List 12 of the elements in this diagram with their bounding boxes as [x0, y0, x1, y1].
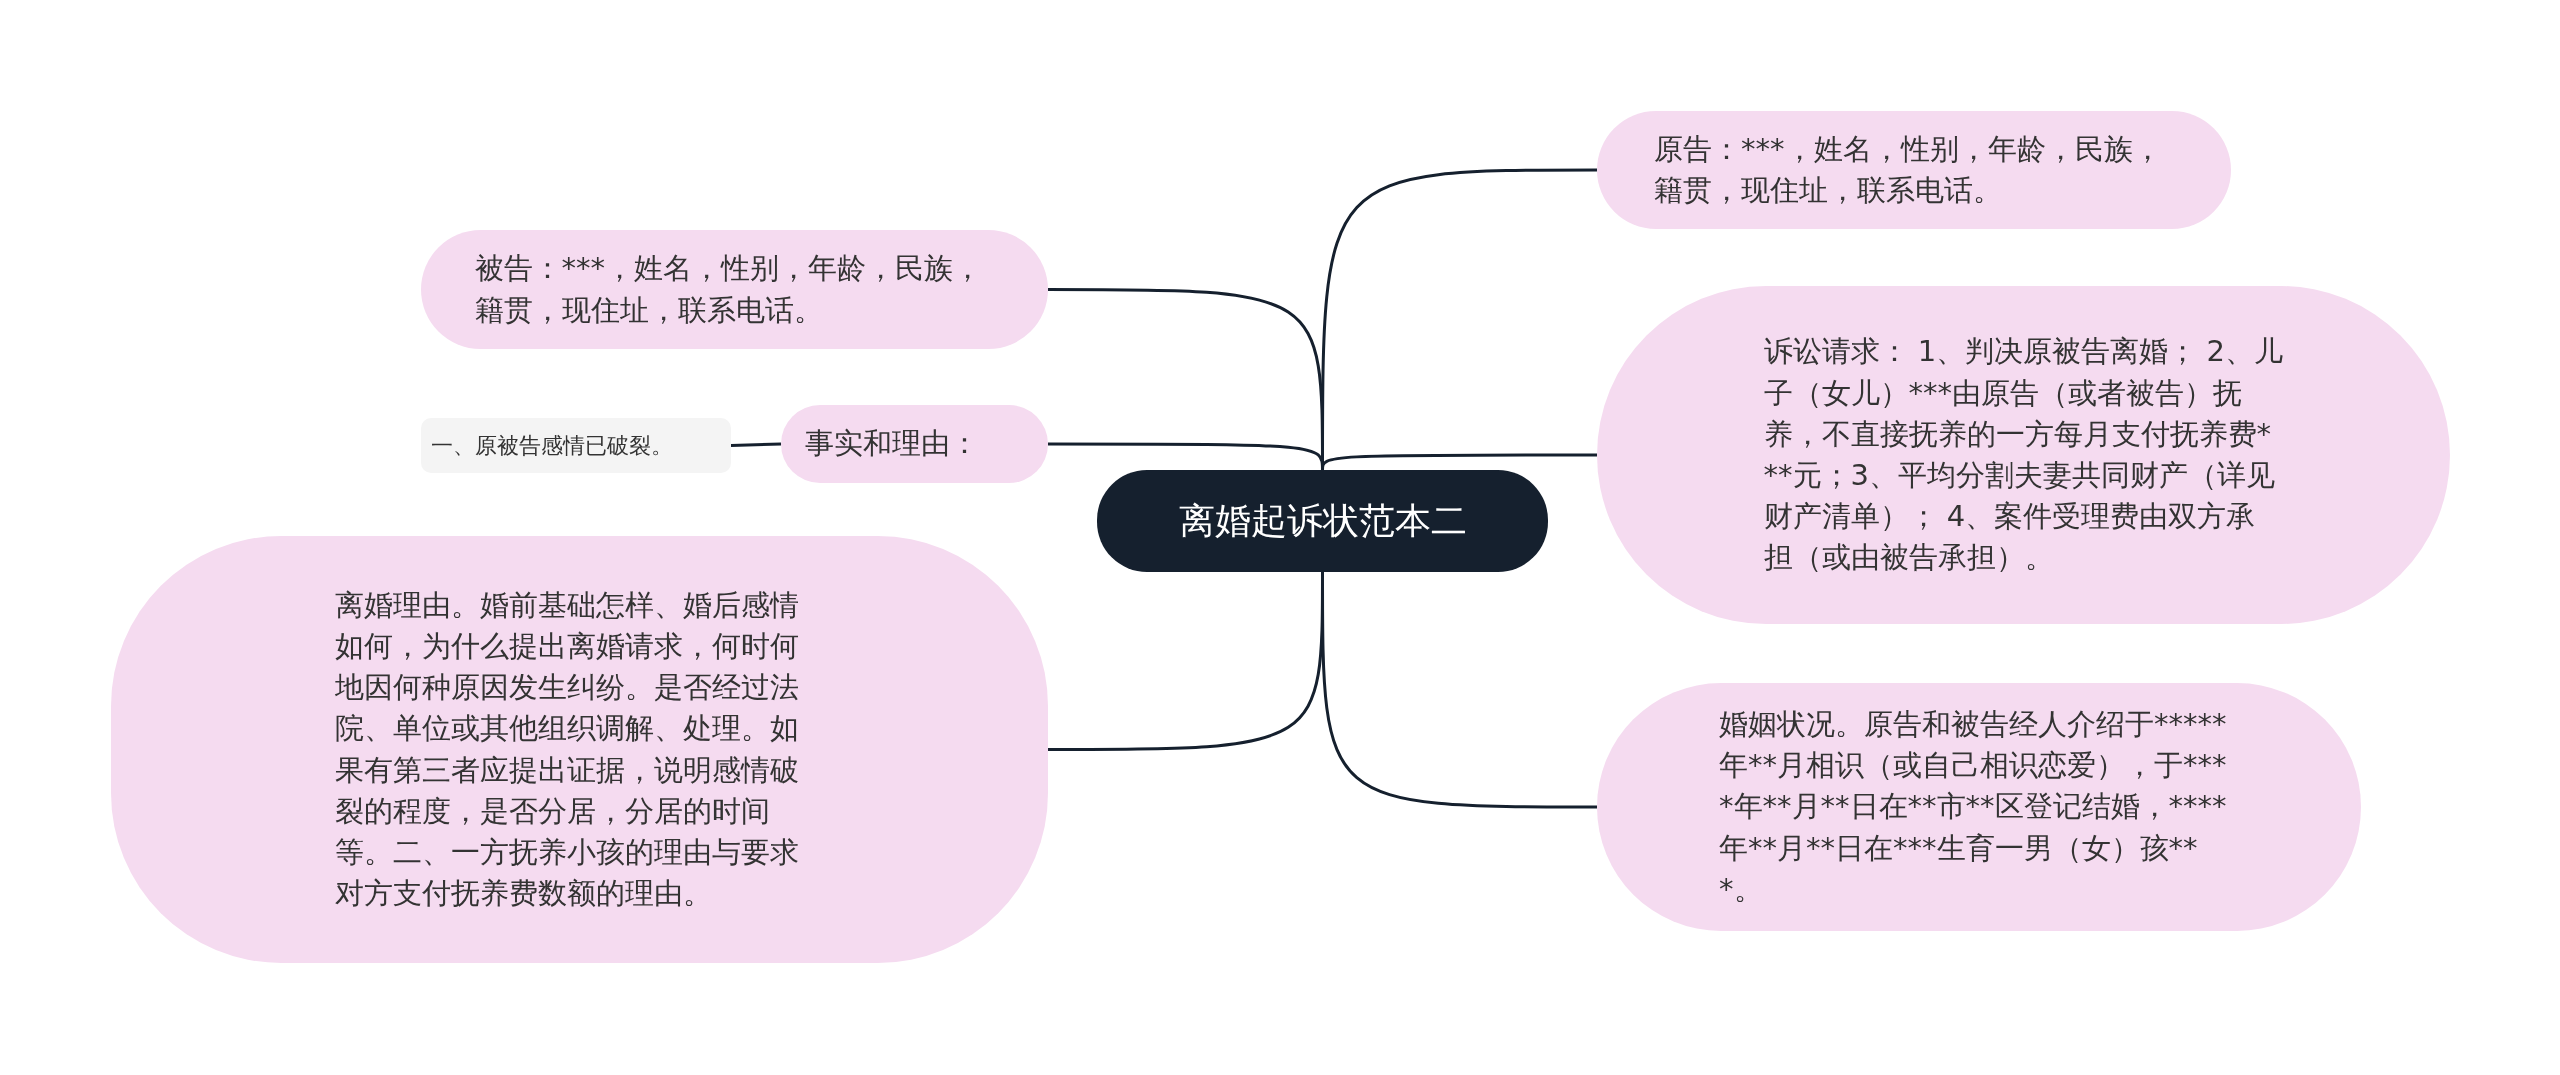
- connector-line: [730, 442, 782, 447]
- connector-line: [1048, 442, 1324, 471]
- topic-text: 原告：***，姓名，性别，年龄，民族，籍贯，现住址，联系电话。: [1654, 130, 2163, 209]
- connector-line: [1321, 572, 1597, 809]
- topic-text: 事实和理由：: [804, 425, 980, 463]
- topic-text: 婚姻状况。原告和被告经人介绍于*****年**月相识（或自己相识恋爱），于****年**月**日在**市**区登记结婚，****年**月**日在***生育一男（女）孩***。: [1719, 706, 2228, 908]
- topic-text: 离婚理由。婚前基础怎样、婚后感情如何，为什么提出离婚请求，何时何地因何种原因发生纠纷。是否经过法院、单位或其他组织调解、处理。如果有第三者应提出证据，说明感情破裂的程度，是否分居，分居的时间等。二、一方抚养小孩的理由与要求对方支付抚养费数额的理由。: [334, 586, 800, 912]
- topic-text: 诉讼请求： 1、判决原被告离婚； 2、儿子（女儿）***由原告（或者被告）抚养，不直接抚养的一方每月支付抚养费***元；3、平均分割夫妻共同财产（详见财产清单）； 4、案件受理费由双方承担（或由被告承担）。: [1763, 333, 2284, 577]
- topic-text: 一、原被告感情已破裂。: [431, 431, 674, 460]
- topic-text: 被告：***，姓名，性别，年龄，民族，籍贯，现住址，联系电话。: [474, 250, 983, 329]
- topic-text: 离婚起诉状范本二: [1178, 499, 1467, 544]
- topic-bubble: [421, 418, 731, 473]
